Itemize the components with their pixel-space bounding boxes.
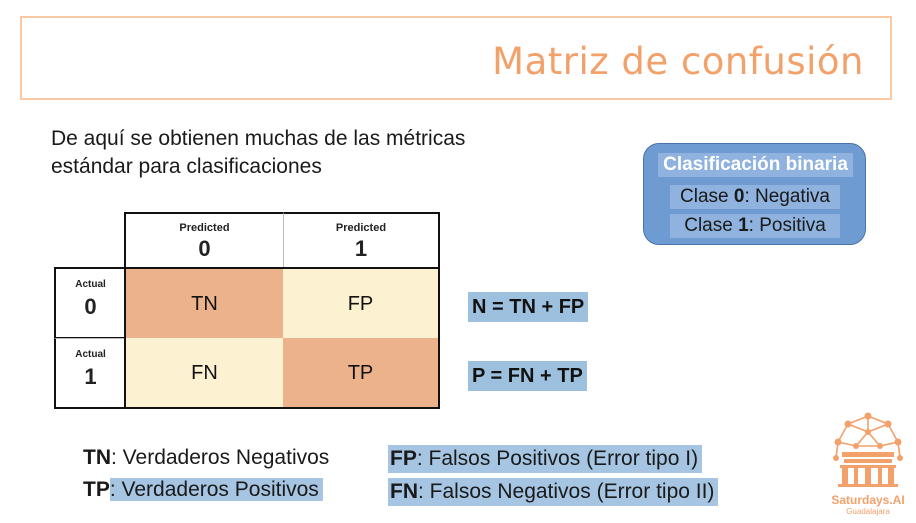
- intro-line-2: estándar para clasificaciones: [51, 155, 322, 178]
- legend-fn: FN: Falsos Negativos (Error tipo II): [388, 478, 719, 506]
- equation-p: P = FN + TP: [468, 361, 587, 391]
- binary-class-1: Clase 1: Positiva: [670, 214, 840, 238]
- cell-fn: FN: [126, 338, 283, 407]
- title-frame: Matriz de confusión: [20, 16, 892, 100]
- cell-fp: FP: [283, 269, 438, 338]
- cell-tn: TN: [126, 269, 283, 338]
- legend-tp: TP: Verdaderos Positivos: [83, 476, 323, 504]
- actual-1-header: Actual 1: [54, 338, 127, 409]
- intro-line-1: De aquí se obtienen muchas de las métric…: [51, 127, 466, 150]
- binary-classification-box: Clasificación binaria Clase 0: Negativa …: [643, 143, 866, 245]
- cell-tp: TP: [283, 338, 438, 407]
- binary-title: Clasificación binaria: [658, 153, 853, 177]
- actual-0-header: Actual 0: [54, 267, 127, 339]
- saturdays-ai-logo: Saturdays.AI Guadalajara: [828, 410, 908, 516]
- matrix-border: [124, 267, 440, 409]
- legend-tn: TN: Verdaderos Negativos: [83, 446, 330, 469]
- logo-city: Guadalajara: [846, 507, 890, 516]
- predicted-0-header: Predicted 0: [124, 212, 285, 269]
- logo-name: Saturdays.AI: [831, 493, 905, 507]
- predicted-1-header: Predicted 1: [283, 212, 440, 269]
- slide-title: Matriz de confusión: [492, 40, 864, 83]
- equation-n: N = TN + FP: [468, 292, 589, 322]
- intro-text: De aquí se obtienen muchas de las métric…: [51, 125, 521, 181]
- binary-class-0: Clase 0: Negativa: [670, 185, 840, 209]
- network-dome-icon: [833, 412, 903, 487]
- legend-fp: FP: Falsos Positivos (Error tipo I): [388, 445, 703, 473]
